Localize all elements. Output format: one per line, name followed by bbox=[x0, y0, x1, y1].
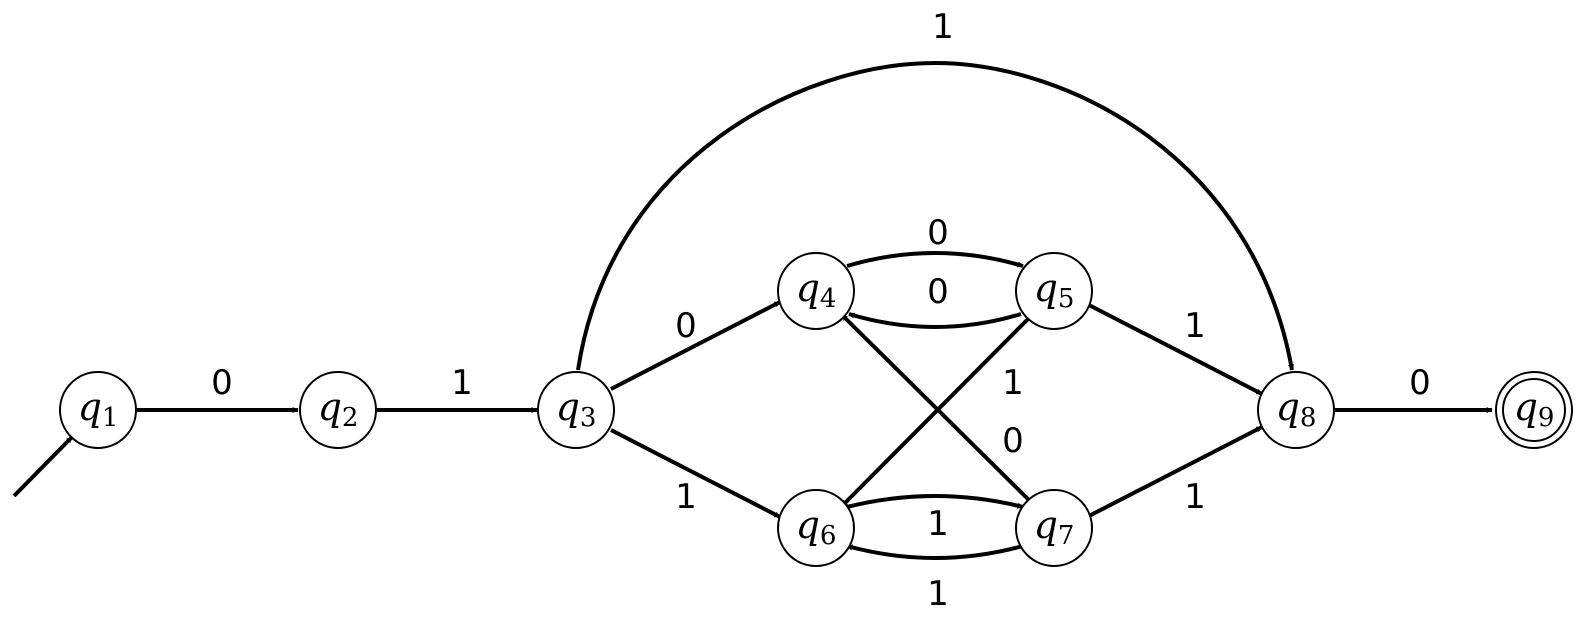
edge-q4-q5 bbox=[846, 251, 1024, 268]
state-q7: q7 bbox=[1015, 489, 1093, 567]
state-q3-index: 3 bbox=[580, 403, 597, 433]
state-q9-accept-ring bbox=[1502, 378, 1566, 442]
svg-text:q7: q7 bbox=[1034, 503, 1075, 551]
state-q1: q1 bbox=[59, 371, 137, 449]
state-q5-symbol: q bbox=[1034, 266, 1058, 310]
svg-text:q4: q4 bbox=[796, 266, 837, 314]
svg-text:q2: q2 bbox=[318, 385, 359, 433]
state-q4: q4 bbox=[777, 252, 855, 330]
state-q5: q5 bbox=[1015, 252, 1093, 330]
state-q8: q8 bbox=[1257, 371, 1335, 449]
svg-text:q9: q9 bbox=[1514, 385, 1555, 433]
label-q3-q4: 0 bbox=[675, 306, 697, 346]
svg-text:q8: q8 bbox=[1276, 385, 1317, 433]
edge-q7-q8 bbox=[1086, 425, 1263, 519]
svg-text:q1: q1 bbox=[78, 385, 119, 433]
label-q3-q8: 1 bbox=[932, 7, 954, 47]
label-q2-q3: 1 bbox=[451, 363, 473, 403]
state-q1-symbol: q bbox=[78, 385, 102, 429]
state-q6-index: 6 bbox=[820, 521, 837, 551]
state-q8-index: 8 bbox=[1300, 403, 1317, 433]
label-q1-q2: 0 bbox=[211, 363, 233, 403]
state-q2: q2 bbox=[299, 371, 377, 449]
edge-q3-q4 bbox=[610, 300, 781, 391]
edge-q5-q6 bbox=[840, 315, 1032, 508]
state-q3-symbol: q bbox=[556, 385, 580, 429]
state-q6: q6 bbox=[777, 489, 855, 567]
edge-q6-q7 bbox=[846, 494, 1024, 509]
label-q3-q6: 1 bbox=[675, 477, 697, 517]
edge-q7-q4 bbox=[840, 313, 1032, 503]
state-q8-symbol: q bbox=[1276, 385, 1300, 429]
label-q7-q6: 1 bbox=[927, 574, 949, 614]
state-q3: q3 bbox=[537, 371, 615, 449]
state-q4-index: 4 bbox=[820, 284, 837, 314]
edge-q5-q8 bbox=[1086, 302, 1263, 396]
label-q5-q4: 0 bbox=[927, 272, 949, 312]
label-q6-q7: 1 bbox=[927, 504, 949, 544]
state-q9: q9 bbox=[1495, 371, 1573, 449]
edge-q7-q6 bbox=[846, 544, 1024, 560]
svg-text:q5: q5 bbox=[1034, 266, 1075, 314]
state-q7-symbol: q bbox=[1034, 503, 1058, 547]
state-q6-symbol: q bbox=[796, 503, 820, 547]
label-q4-q5: 0 bbox=[927, 213, 949, 253]
state-q2-symbol: q bbox=[318, 385, 342, 429]
start-arrow bbox=[12, 435, 74, 498]
state-q5-index: 5 bbox=[1058, 284, 1075, 314]
svg-text:q3: q3 bbox=[556, 385, 597, 433]
state-q1-index: 1 bbox=[102, 403, 119, 433]
svg-text:q6: q6 bbox=[796, 503, 837, 551]
edge-q3-q6 bbox=[610, 428, 781, 519]
label-q8-q9: 0 bbox=[1409, 363, 1431, 403]
state-q4-symbol: q bbox=[796, 266, 820, 310]
label-q5-q6: 1 bbox=[1002, 363, 1024, 403]
label-q7-q8: 1 bbox=[1184, 477, 1206, 517]
label-q7-q4: 0 bbox=[1002, 421, 1024, 461]
state-q7-index: 7 bbox=[1058, 521, 1075, 551]
edge-q5-q4 bbox=[848, 312, 1022, 329]
label-q5-q8: 1 bbox=[1184, 306, 1206, 346]
state-q9-index: 9 bbox=[1538, 403, 1555, 433]
state-q2-index: 2 bbox=[342, 403, 359, 433]
edge-q3-q8 bbox=[576, 60, 1295, 371]
state-q9-symbol: q bbox=[1514, 385, 1538, 429]
